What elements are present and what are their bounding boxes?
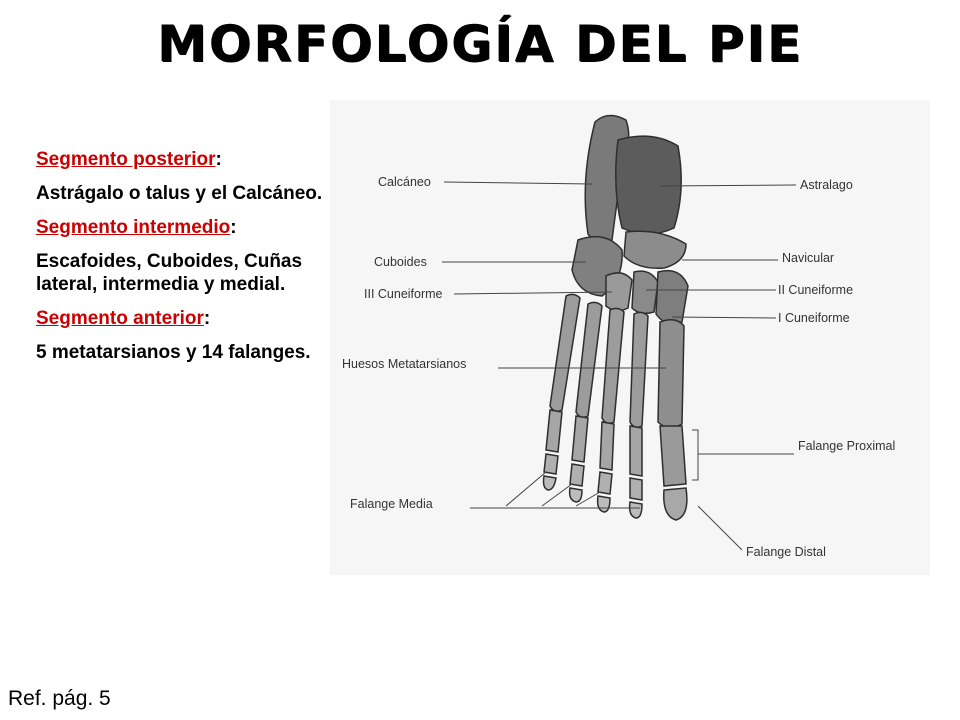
label-i-cuneiforme: I Cuneiforme — [778, 311, 850, 325]
label-iii-cuneiforme: III Cuneiforme — [364, 287, 443, 301]
proximal-phalanx-4 — [571, 415, 589, 463]
label-navicular: Navicular — [782, 251, 834, 265]
reference-note: Ref. pág. 5 — [8, 687, 111, 710]
metatarsal-5 — [549, 293, 581, 413]
label-falange-proximal: Falange Proximal — [798, 439, 895, 453]
metatarsal-3 — [601, 307, 625, 425]
foot-skeleton-illustration — [542, 114, 689, 521]
segment-heading: Segmento intermedio — [36, 217, 231, 238]
cuneiform-i-bone — [655, 269, 689, 325]
leader-falange-proximal — [692, 429, 699, 481]
segment-intermedio-body: Escafoides, Cuboides, Cuñas lateral, int… — [36, 251, 303, 295]
label-calcaneo: Calcáneo — [378, 175, 431, 189]
leader-lines — [442, 181, 797, 551]
leader-falange-media-b — [541, 483, 573, 507]
proximal-phalanx-2 — [629, 425, 643, 477]
middle-phalanx-3 — [597, 471, 613, 495]
segments-text: Segmento posterior: Astrágalo o talus y … — [36, 148, 346, 375]
segment-heading: Segmento anterior — [36, 308, 204, 329]
segment-intermedio-heading: Segmento intermedio: — [36, 217, 237, 238]
middle-phalanx-5 — [543, 453, 559, 475]
proximal-phalanx-5 — [545, 409, 563, 453]
segment-anterior-body: 5 metatarsianos y 14 falanges. — [36, 342, 311, 363]
metatarsal-2 — [629, 311, 649, 429]
segment-heading: Segmento posterior — [36, 149, 216, 170]
talus-bone — [615, 135, 682, 235]
label-falange-media: Falange Media — [350, 497, 433, 511]
leader-i-cuneiforme — [671, 316, 777, 319]
distal-phalanx-3 — [596, 495, 611, 513]
page-title: Morfología del pie — [156, 15, 804, 73]
leader-falange-media-a — [505, 471, 547, 507]
leader-iii-cuneiforme — [453, 291, 613, 295]
label-ii-cuneiforme: II Cuneiforme — [778, 283, 853, 297]
middle-phalanx-2 — [629, 477, 643, 501]
label-huesos-metatarsianos: Huesos Metatarsianos — [342, 357, 466, 371]
leader-astralago — [659, 184, 797, 187]
distal-phalanx-4 — [568, 487, 583, 503]
segment-anterior-heading: Segmento anterior: — [36, 308, 211, 329]
distal-phalanx-2 — [628, 501, 643, 519]
distal-phalanx-1 — [663, 487, 688, 521]
leader-falange-media-c — [575, 491, 601, 507]
label-cuboides: Cuboides — [374, 255, 427, 269]
label-astralago: Astralago — [800, 178, 853, 192]
proximal-phalanx-3 — [599, 421, 615, 471]
cuneiform-iii-bone — [605, 272, 633, 312]
proximal-phalanx-1 — [659, 425, 687, 487]
navicular-bone — [623, 230, 687, 269]
cuneiform-ii-bone — [631, 270, 659, 315]
label-falange-distal: Falange Distal — [746, 545, 826, 559]
leader-calcaneo — [443, 181, 593, 185]
foot-bones-diagram: Calcáneo Astralago Cuboides Navicular II… — [330, 100, 930, 575]
metatarsal-4 — [575, 301, 603, 419]
leader-falange-distal — [697, 505, 743, 551]
segment-posterior-body: Astrágalo o talus y el Calcáneo. — [36, 183, 323, 204]
metatarsal-1 — [657, 319, 685, 429]
segment-posterior-heading: Segmento posterior: — [36, 149, 222, 170]
distal-phalanx-5 — [542, 475, 557, 491]
middle-phalanx-4 — [569, 463, 585, 487]
diagram-labels: Calcáneo Astralago Cuboides Navicular II… — [342, 175, 895, 559]
